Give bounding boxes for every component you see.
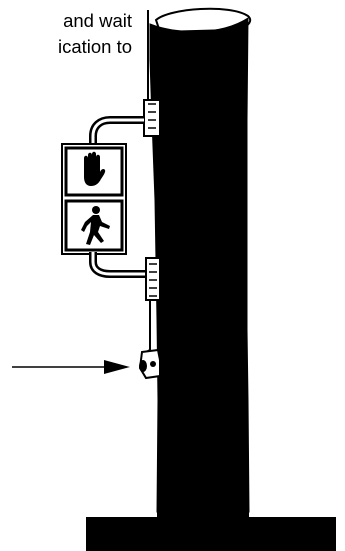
pointer-arrowhead — [104, 360, 130, 374]
pushbutton-strap — [145, 300, 151, 353]
walking-person-icon — [81, 206, 110, 245]
pushbutton — [139, 360, 147, 372]
pole-base-plate — [86, 517, 336, 551]
upper-mount-detail — [148, 103, 156, 129]
lower-bracket-arm — [89, 252, 150, 278]
instruction-text: and wait ication to — [0, 8, 132, 60]
lower-mount-clamp — [145, 257, 161, 301]
upper-bracket-arm-inner — [91, 118, 144, 146]
lower-mount-detail — [149, 263, 157, 297]
upper-mount-clamp — [143, 99, 161, 137]
hand-icon — [84, 151, 106, 186]
instruction-line-1: and wait — [63, 10, 132, 31]
pushbutton-detail — [150, 361, 156, 367]
pole-base-neck — [157, 505, 249, 519]
pole-shaft — [149, 17, 250, 513]
instruction-line-2: ication to — [57, 36, 132, 57]
lower-bracket-arm-inner — [91, 252, 150, 276]
